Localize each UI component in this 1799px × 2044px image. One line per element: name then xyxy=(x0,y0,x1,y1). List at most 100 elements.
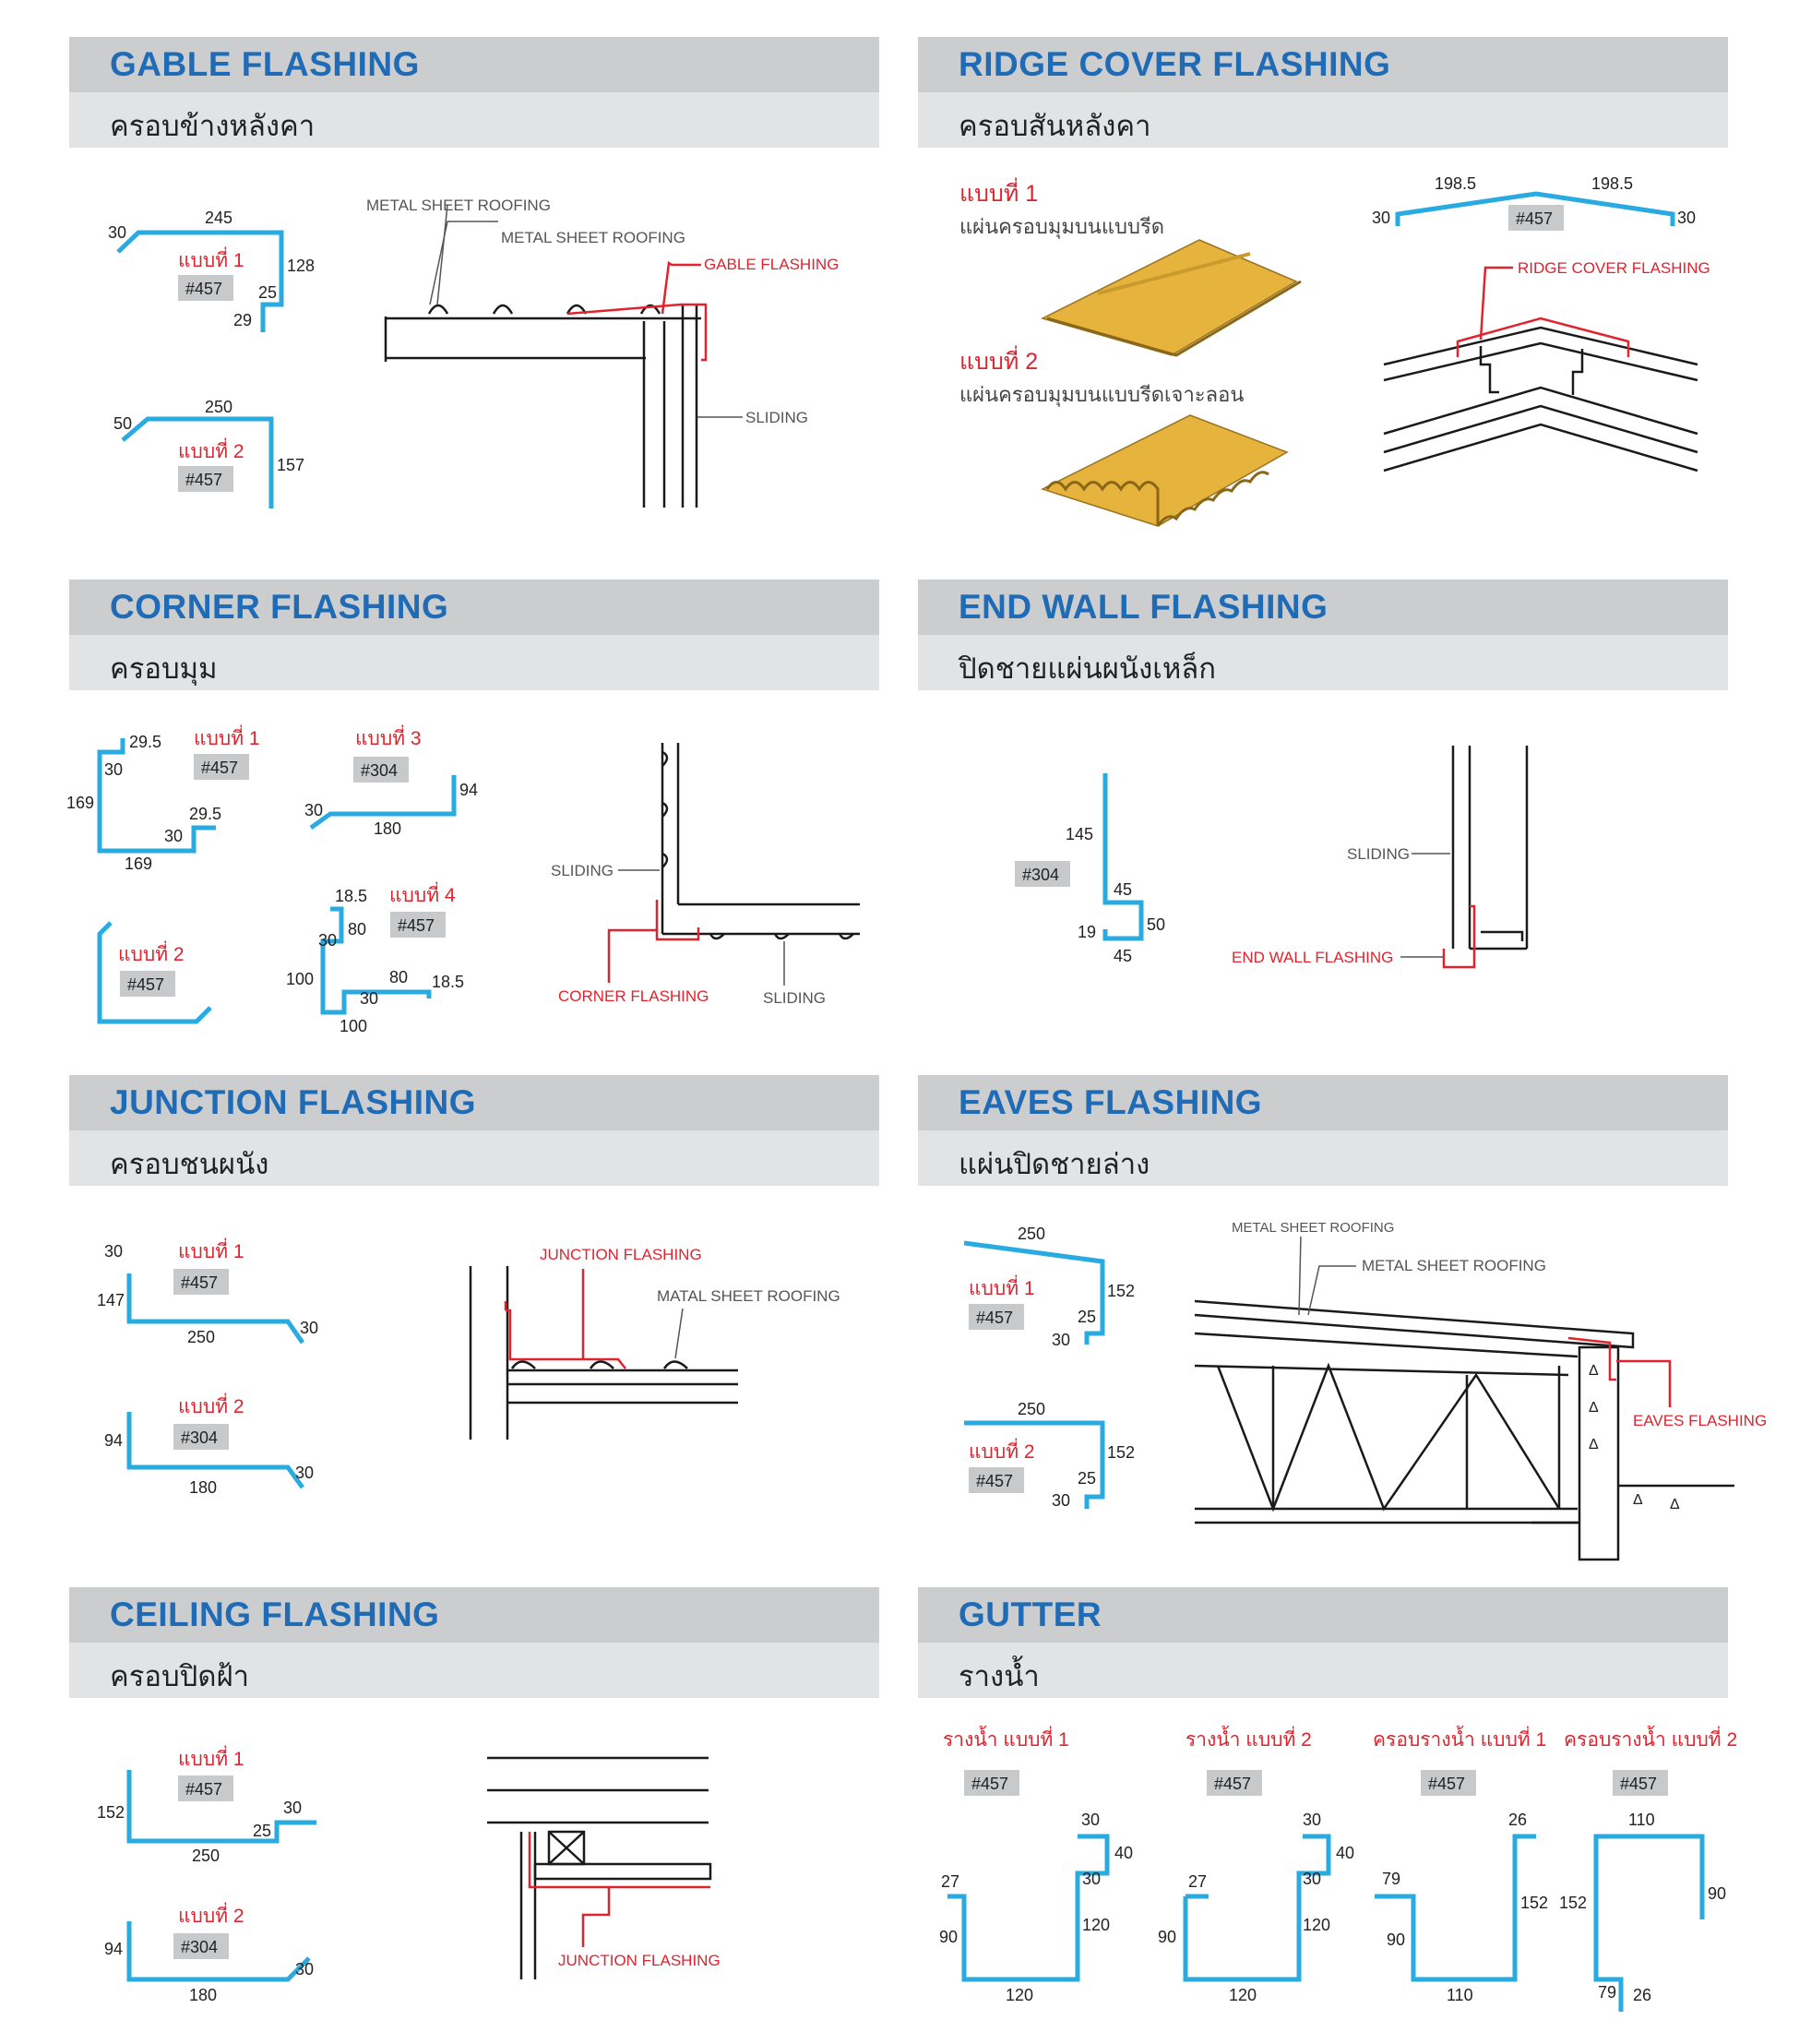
ridge-section: RIDGE COVER FLASHING ครอบสันหลังคา xyxy=(918,37,1728,148)
callout-label: SLIDING xyxy=(1347,845,1410,863)
dim: 40 xyxy=(1336,1844,1354,1862)
dim: 30 xyxy=(1372,209,1390,227)
section-subtitle: ครอบชนผนัง xyxy=(110,1148,269,1180)
callout-label: SLIDING xyxy=(551,862,614,879)
code-badge xyxy=(353,757,409,783)
dim: 180 xyxy=(374,819,401,838)
code-badge xyxy=(194,754,249,780)
dim: 18.5 xyxy=(432,973,464,991)
dim: 198.5 xyxy=(1435,174,1476,193)
section-title: CORNER FLASHING xyxy=(110,588,449,626)
material-code: #304 xyxy=(181,1428,218,1447)
section-subtitle: ปิดชายแผ่นผนังเหล็ก xyxy=(959,652,1217,685)
eaves-type2: 250 152 25 30 แบบที่ 2 #457 xyxy=(964,1400,1135,1510)
dim: 94 xyxy=(104,1940,123,1958)
corner-section-drawing: SLIDING CORNER FLASHING SLIDING xyxy=(551,743,860,1007)
type-label: แบบที่ 1 xyxy=(178,1237,244,1262)
dim: 27 xyxy=(941,1872,959,1891)
gable-profile-type2: 50 250 157 แบบที่ 2 #457 xyxy=(113,398,304,508)
dim: 30 xyxy=(104,1242,123,1261)
type-label: ครอบรางน้ำ แบบที่ 2 xyxy=(1564,1726,1737,1751)
ceiling-type2: 94 180 30 แบบที่ 2 #304 xyxy=(104,1902,314,2004)
gable-profile-type1: 30 245 128 25 29 แบบที่ 1 #457 xyxy=(108,209,315,332)
callout-label: SLIDING xyxy=(763,989,826,1007)
gable-section: GABLE FLASHING ครอบข้างหลังคา xyxy=(69,37,879,148)
dim: 110 xyxy=(1628,1811,1655,1829)
code-badge xyxy=(178,1775,233,1801)
ridge-profile: 198.5 198.5 30 30 #457 xyxy=(1372,174,1696,231)
eaves-section-drawing: Δ Δ Δ Δ Δ EAVES FLASHING METAL SHEET ROO… xyxy=(1194,1220,1767,1561)
type-label: แบบที่ 1 xyxy=(178,246,244,271)
callout-label: CORNER FLASHING xyxy=(558,987,709,1005)
dim: 152 xyxy=(97,1803,125,1822)
type-label: แบบที่ 1 xyxy=(969,1274,1035,1299)
ceiling-type1: 152 250 25 30 แบบที่ 1 #457 xyxy=(97,1745,316,1865)
section-title: RIDGE COVER FLASHING xyxy=(959,45,1391,83)
type-label: แบบที่ 2 xyxy=(178,1902,244,1927)
corner-type4: 18.5 80 30 100 80 18.5 30 100 แบบที่ 4 #… xyxy=(286,881,464,1035)
ridge-cover-plain-illustration xyxy=(1040,239,1298,356)
callout-label: RIDGE COVER FLASHING xyxy=(1518,259,1710,277)
callout-label: GABLE FLASHING xyxy=(704,256,839,273)
svg-text:Δ: Δ xyxy=(1589,1437,1599,1452)
dim: 80 xyxy=(348,920,366,938)
type-label: แบบที่ 1 xyxy=(178,1745,244,1770)
material-code: #304 xyxy=(181,1938,218,1956)
material-code: #457 xyxy=(185,1780,222,1799)
material-code: #457 xyxy=(976,1309,1013,1327)
dim: 100 xyxy=(286,970,314,988)
dim: 30 xyxy=(283,1799,302,1817)
dim: 90 xyxy=(1158,1928,1176,1946)
code-badge xyxy=(173,1933,229,1959)
dim: 250 xyxy=(1018,1400,1045,1418)
code-badge xyxy=(178,275,233,301)
dim: 26 xyxy=(1508,1811,1527,1829)
endwall-section: END WALL FLASHING ปิดชายแผ่นผนังเหล็ก xyxy=(918,580,1728,690)
ridge-type1: แบบที่ 1 แผ่นครอบมุมบนแบบรีด xyxy=(959,177,1302,357)
section-subtitle: ครอบมุม xyxy=(110,652,218,685)
code-badge xyxy=(173,1424,229,1450)
type-label: แบบที่ 4 xyxy=(389,881,456,906)
dim: 25 xyxy=(253,1822,271,1840)
callout-label: METAL SHEET ROOFING xyxy=(501,229,685,246)
code-badge xyxy=(1421,1770,1476,1796)
material-code: #457 xyxy=(1428,1775,1465,1793)
code-badge xyxy=(1613,1770,1668,1796)
junction-type1: 30 147 250 30 แบบที่ 1 #457 xyxy=(97,1237,318,1346)
dim: 25 xyxy=(1078,1469,1096,1488)
dim: 45 xyxy=(1114,880,1132,899)
type-label: รางน้ำ แบบที่ 1 xyxy=(943,1726,1069,1751)
type-label: แบบที่ 3 xyxy=(355,724,422,749)
dim: 128 xyxy=(287,257,315,275)
material-code: #457 xyxy=(971,1775,1008,1793)
callout-label: END WALL FLASHING xyxy=(1232,949,1393,966)
code-badge xyxy=(178,466,233,492)
endwall-section-drawing: SLIDING END WALL FLASHING xyxy=(1232,746,1529,969)
junction-type2: 94 180 30 แบบที่ 2 #304 xyxy=(104,1393,314,1497)
dim: 250 xyxy=(1018,1225,1045,1243)
dim: 152 xyxy=(1107,1443,1135,1462)
dim: 180 xyxy=(189,1986,217,2004)
section-subtitle: ครอบข้างหลังคา xyxy=(110,110,316,142)
endwall-profile: 145 45 50 19 45 #304 xyxy=(1015,773,1165,965)
gutter-cover-type2: ครอบรางน้ำ แบบที่ 2 #457 110 152 90 79 2… xyxy=(1559,1726,1737,2012)
type-description: แผ่นครอบมุมบนแบบรีดเจาะลอน xyxy=(959,383,1244,407)
dim: 120 xyxy=(1303,1916,1330,1934)
dim: 50 xyxy=(1147,915,1165,934)
dim: 50 xyxy=(113,414,132,433)
material-code: #457 xyxy=(1516,209,1553,228)
type-label: แบบที่ 2 xyxy=(118,940,185,965)
type-label: แบบที่ 1 xyxy=(959,177,1038,207)
dim: 30 xyxy=(300,1319,318,1337)
callout-label: EAVES FLASHING xyxy=(1633,1412,1767,1429)
code-badge xyxy=(969,1467,1024,1493)
callout-label: SLIDING xyxy=(745,409,808,426)
dim: 30 xyxy=(304,801,323,819)
dim: 157 xyxy=(277,456,304,474)
code-badge xyxy=(969,1304,1024,1330)
type-label: แบบที่ 2 xyxy=(178,437,244,462)
type-label: แบบที่ 2 xyxy=(969,1438,1035,1463)
material-code: #457 xyxy=(1620,1775,1657,1793)
dim: 147 xyxy=(97,1291,125,1309)
